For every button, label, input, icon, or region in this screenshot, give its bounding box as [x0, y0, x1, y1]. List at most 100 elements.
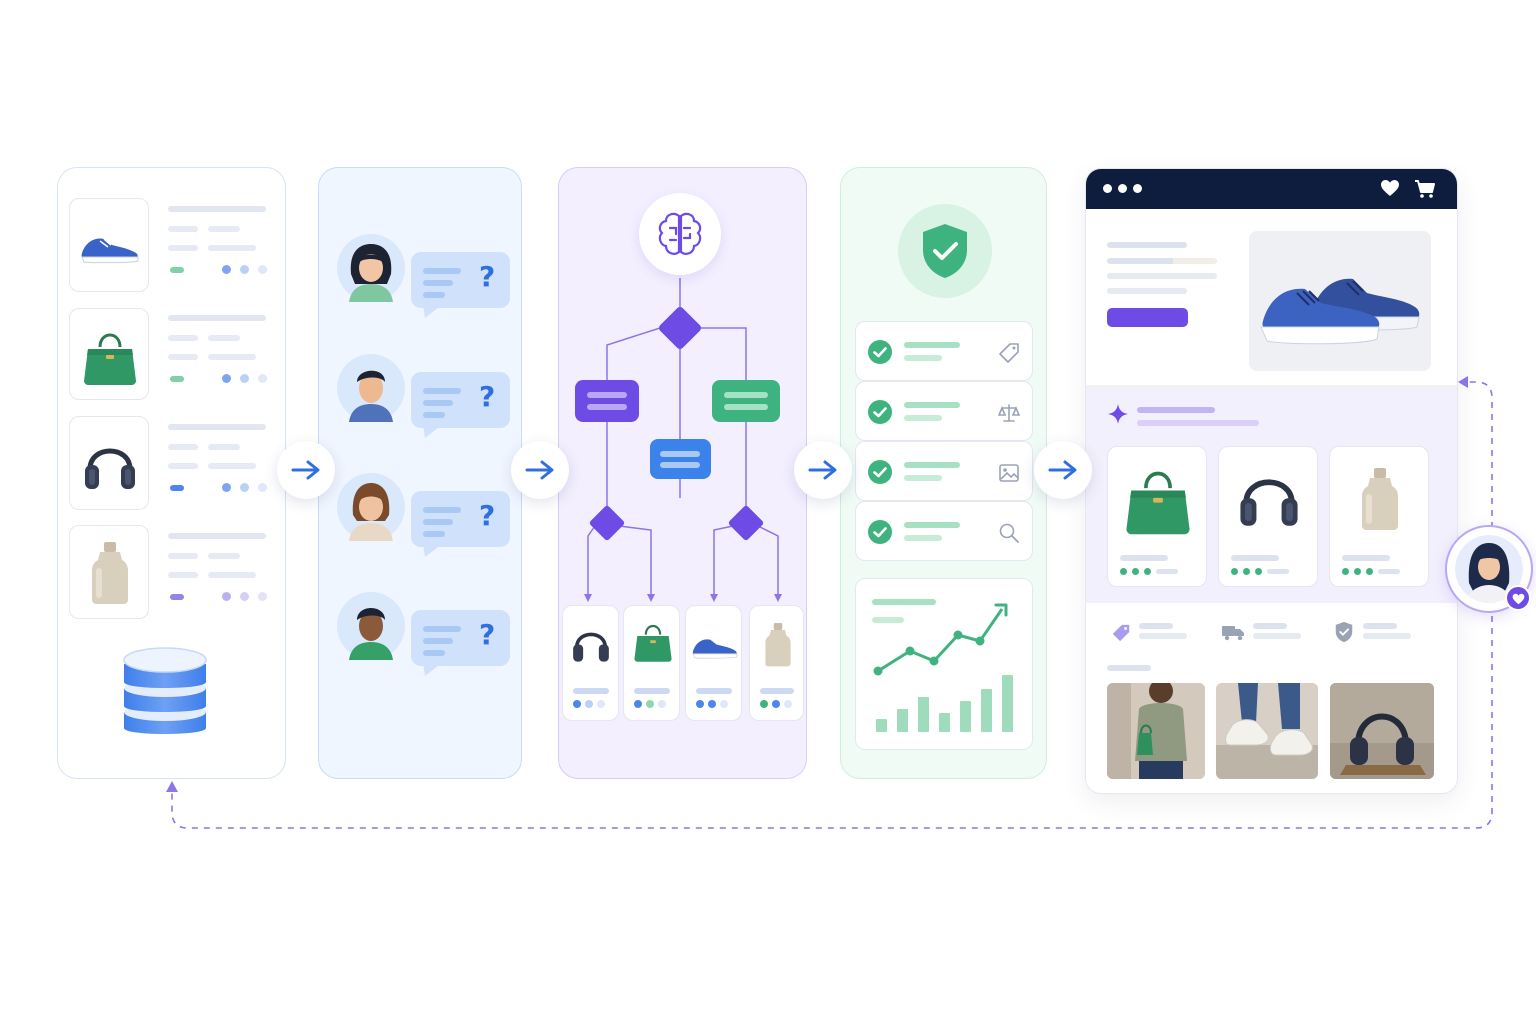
- result-card-sneaker[interactable]: [685, 605, 742, 721]
- rating-dot: [1120, 568, 1127, 575]
- text-line: [1253, 623, 1287, 629]
- rating-dot: [1132, 568, 1139, 575]
- status-tag: [170, 594, 184, 600]
- rating-dot: [222, 374, 231, 383]
- scale-icon: [998, 404, 1020, 422]
- text-line: [1139, 633, 1187, 639]
- text-line: [587, 392, 627, 398]
- headphones-icon: [1240, 479, 1298, 526]
- bubble-tail: [423, 543, 443, 557]
- sneaker-pair-icon: [1260, 278, 1420, 345]
- rating-dot: [240, 374, 249, 383]
- decision-node-blue: [650, 439, 711, 479]
- bubble-tail: [423, 662, 443, 676]
- loop-arrowhead-up: [166, 781, 178, 792]
- ai-reasoning-panel: [558, 167, 807, 779]
- text-line: [904, 342, 960, 348]
- text-line: [208, 572, 256, 578]
- recommended-item-headphones[interactable]: [1218, 446, 1318, 587]
- cart-icon[interactable]: [1414, 179, 1436, 199]
- recommended-item-handbag[interactable]: [1107, 446, 1207, 587]
- woman-avatar-icon: [1455, 535, 1523, 603]
- text-line: [760, 688, 794, 694]
- result-card-headphones[interactable]: [562, 605, 619, 721]
- text-line: [904, 355, 942, 361]
- window-dot[interactable]: [1103, 184, 1112, 193]
- text-line: [1231, 555, 1279, 561]
- heart-icon[interactable]: [1380, 179, 1400, 197]
- result-card-bottle[interactable]: [749, 605, 804, 721]
- text-line: [208, 226, 240, 232]
- rating-dot: [240, 483, 249, 492]
- window-titlebar: [1086, 169, 1457, 209]
- decision-tree-connectors: [584, 278, 782, 602]
- text-line: [904, 415, 942, 421]
- catalog-item-bottle[interactable]: [69, 525, 149, 619]
- growth-chart-card: [855, 578, 1033, 750]
- rating-dot: [772, 700, 780, 708]
- text-line: [1107, 258, 1217, 264]
- favorite-badge: [1505, 585, 1531, 611]
- bar-mark: [981, 689, 992, 732]
- rating-dot: [1366, 568, 1373, 575]
- tag-icon: [999, 343, 1019, 363]
- recommended-item-bottle[interactable]: [1329, 446, 1429, 587]
- handbag-icon: [84, 333, 136, 385]
- text-line: [168, 444, 198, 450]
- text-line: [423, 388, 461, 394]
- flow-arrow-4: [1034, 441, 1092, 499]
- check-row-search[interactable]: [855, 501, 1033, 561]
- text-line: [423, 638, 453, 644]
- flow-arrow-1: [277, 441, 335, 499]
- window-dot[interactable]: [1133, 184, 1142, 193]
- hero-product-image[interactable]: [1249, 231, 1431, 371]
- text-line: [904, 462, 960, 468]
- text-line: [208, 444, 240, 450]
- lifestyle-photo-sneakers[interactable]: [1216, 683, 1318, 779]
- text-line: [423, 412, 445, 418]
- rating-dot: [1243, 568, 1250, 575]
- text-line: [208, 553, 240, 559]
- text-line: [168, 572, 198, 578]
- ai-brain-node: [639, 193, 721, 275]
- product-catalog-panel: [57, 167, 286, 779]
- rating-dot: [240, 592, 249, 601]
- check-circle-icon: [868, 460, 892, 484]
- text-line: [872, 599, 936, 605]
- text-line: [423, 531, 445, 537]
- window-dot[interactable]: [1118, 184, 1127, 193]
- check-row-pricing[interactable]: [855, 321, 1033, 381]
- check-row-compare[interactable]: [855, 381, 1033, 441]
- text-line: [208, 463, 256, 469]
- woman-avatar-icon: [337, 473, 405, 541]
- lifestyle-photo-headphones[interactable]: [1330, 683, 1434, 779]
- decision-node-purple: [575, 380, 639, 422]
- text-line: [1137, 420, 1259, 426]
- search-icon: [999, 523, 1019, 543]
- shield-badge: [898, 204, 992, 298]
- text-line: [423, 650, 445, 656]
- text-line: [587, 404, 627, 410]
- sparkle-icon: [1108, 404, 1128, 424]
- question-mark-icon: ?: [479, 618, 496, 651]
- catalog-item-headphones[interactable]: [69, 416, 149, 510]
- rating-dot: [760, 700, 768, 708]
- catalog-item-handbag[interactable]: [69, 308, 149, 400]
- shopper-avatar[interactable]: [1445, 525, 1533, 613]
- text-line: [168, 245, 198, 251]
- catalog-item-sneaker[interactable]: [69, 198, 149, 292]
- text-line: [168, 354, 198, 360]
- text-line: [208, 245, 256, 251]
- text-line: [168, 315, 266, 321]
- lifestyle-photo-handbag[interactable]: [1107, 683, 1205, 779]
- man-avatar-icon: [337, 592, 405, 660]
- check-row-image[interactable]: [855, 441, 1033, 501]
- text-line: [168, 533, 266, 539]
- bottle-icon: [92, 542, 128, 604]
- result-card-handbag[interactable]: [623, 605, 680, 721]
- shop-now-button[interactable]: [1107, 308, 1188, 327]
- text-line: [168, 226, 198, 232]
- text-line: [1120, 555, 1168, 561]
- text-line: [1253, 633, 1301, 639]
